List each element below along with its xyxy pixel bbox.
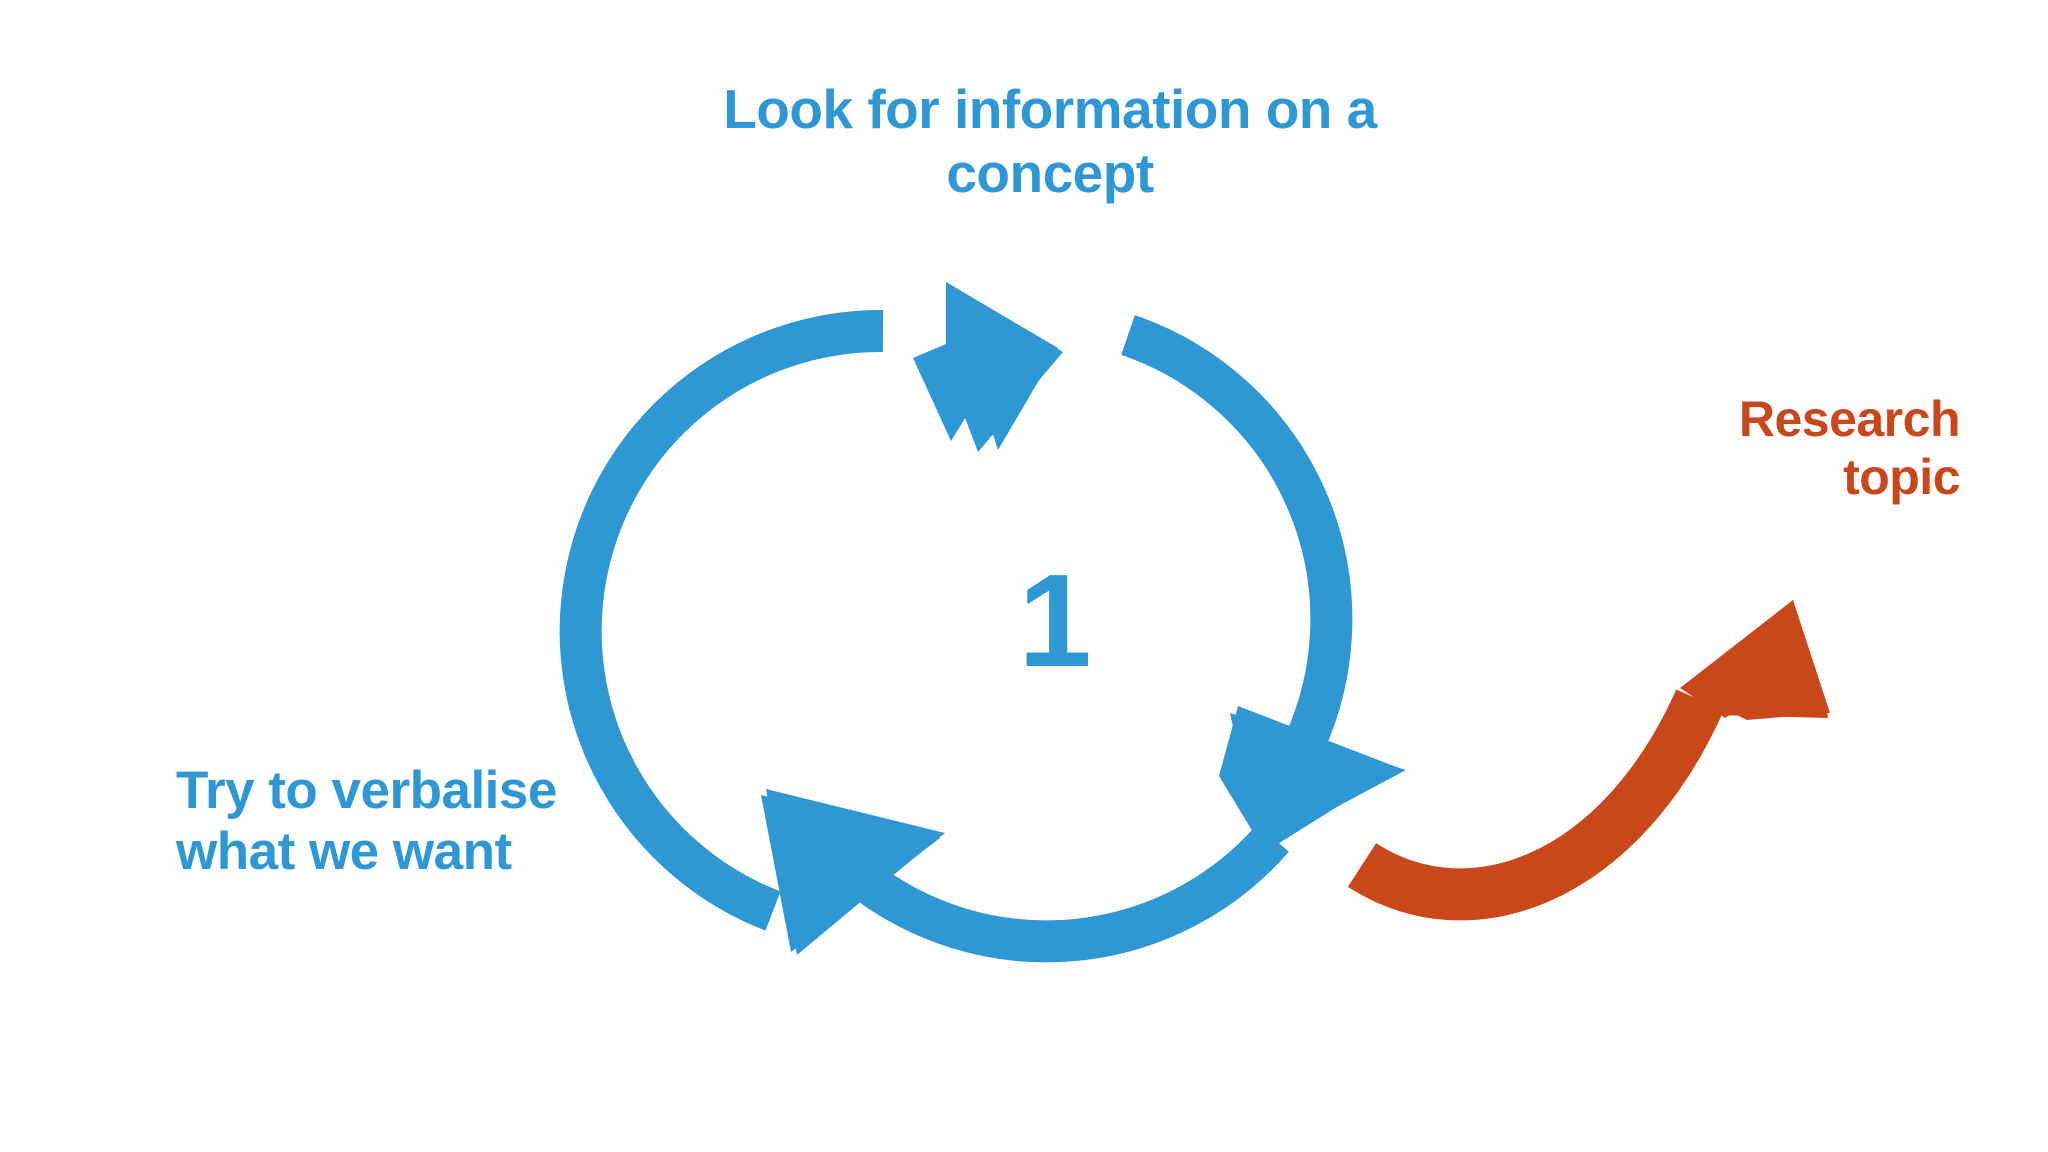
cycle-center-number: 1 — [1018, 547, 1092, 694]
cycle-arrow-bottom — [761, 789, 1289, 963]
cycle-arrow-right — [1121, 315, 1406, 852]
outcome-arrow — [1347, 600, 1830, 921]
cycle-arrow-left — [559, 282, 1063, 931]
label-try-to-verbalise: Try to verbalise what we want — [176, 761, 557, 882]
label-look-for-information: Look for information on a concept — [723, 78, 1377, 204]
label-research-topic: Research topic — [1738, 391, 1961, 505]
